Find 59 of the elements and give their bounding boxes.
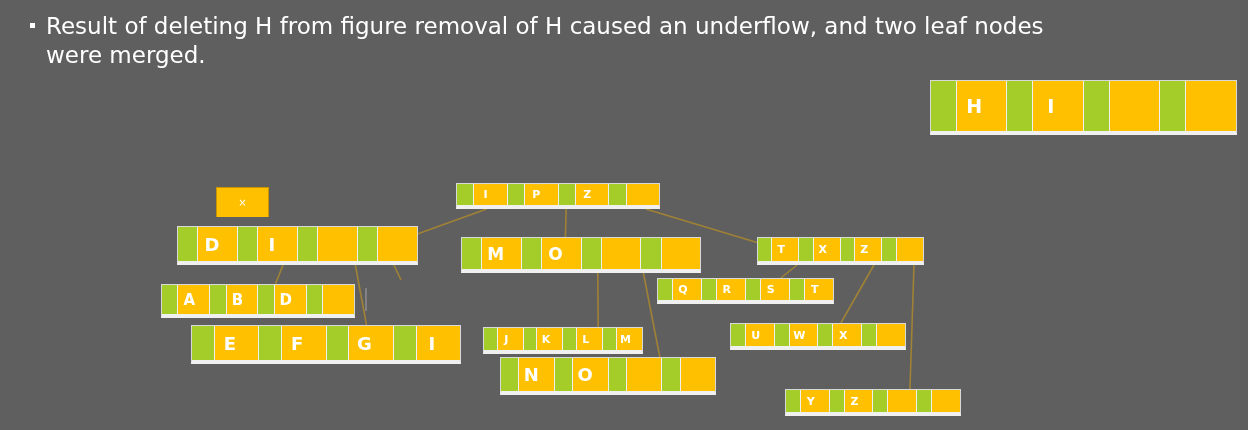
key-cell: Z xyxy=(575,184,609,205)
key-cell: A xyxy=(178,285,210,314)
connector-line xyxy=(597,272,599,328)
key-cell: F xyxy=(282,326,326,360)
key-cell: P xyxy=(525,184,558,205)
key-cell: S xyxy=(761,279,789,300)
connector-line xyxy=(644,208,758,244)
btree-node xyxy=(456,183,660,209)
key-cell: B xyxy=(226,285,258,314)
key-cell: I xyxy=(1033,81,1083,131)
key-cell: Q xyxy=(673,279,701,300)
connector-line xyxy=(417,208,488,235)
btree-node xyxy=(161,284,355,318)
connector-line xyxy=(564,208,567,238)
btree-node xyxy=(730,323,906,350)
connector-line xyxy=(354,264,368,326)
btree-node xyxy=(500,357,716,395)
key-cell: X xyxy=(833,324,862,346)
key-cell: K xyxy=(537,328,563,350)
key-cell: M xyxy=(616,328,642,350)
key-cell: Z xyxy=(855,238,882,261)
key-cell: L xyxy=(577,328,603,350)
key-cell: T xyxy=(805,279,833,300)
key-cell: R xyxy=(717,279,745,300)
connector-line xyxy=(642,272,661,358)
deleted-key-box: × xyxy=(216,187,269,217)
btree-node xyxy=(177,226,418,265)
title-text: Result of deleting H from figure removal of H caused an underflow, and two leaf nodes were merged. xyxy=(46,12,1045,70)
key-cell: I xyxy=(258,227,297,261)
btree-node xyxy=(930,80,1237,135)
key-cell: U xyxy=(745,324,774,346)
key-cell: N xyxy=(519,358,554,391)
btree-node xyxy=(657,278,834,304)
key-cell: X xyxy=(813,238,840,261)
connector-line xyxy=(909,264,915,390)
key-cell: M xyxy=(482,238,521,269)
key-cell: G xyxy=(349,326,393,360)
key-cell: J xyxy=(497,328,523,350)
connector-line xyxy=(840,264,875,324)
connector-line xyxy=(393,264,402,281)
key-cell: Z xyxy=(844,390,873,412)
btree-node xyxy=(483,327,643,354)
key-cell: T xyxy=(772,238,799,261)
key-cell: O xyxy=(573,358,608,391)
key-cell: Y xyxy=(800,390,829,412)
btree-node xyxy=(785,389,961,416)
key-cell: H xyxy=(956,81,1007,131)
key-cell: O xyxy=(542,238,581,269)
btree-node xyxy=(757,237,924,265)
key-cell: E xyxy=(214,326,259,360)
btree-node xyxy=(461,237,701,273)
key-cell: W xyxy=(789,324,818,346)
btree-node xyxy=(191,325,461,364)
connector-line xyxy=(780,264,798,279)
key-cell: D xyxy=(274,285,306,314)
connector-line xyxy=(274,264,284,285)
key-cell: I xyxy=(416,326,460,360)
key-cell: D xyxy=(198,227,237,261)
key-cell: I xyxy=(474,184,507,205)
